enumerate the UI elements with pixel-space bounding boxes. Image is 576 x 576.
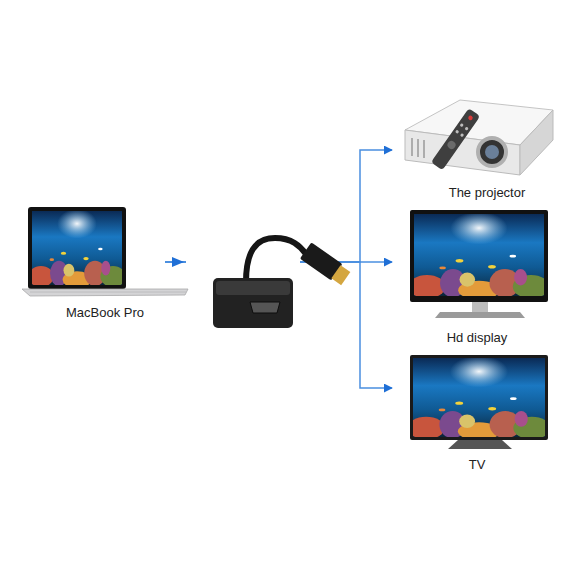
vent <box>423 140 425 158</box>
connector-arrow <box>165 150 392 262</box>
node-label: The projector <box>427 185 528 200</box>
projector-lens <box>478 138 506 166</box>
monitor-bezel <box>410 210 548 302</box>
monitor-neck <box>472 302 488 312</box>
remote-control <box>431 108 480 170</box>
projector-side <box>520 110 553 175</box>
laptop-screen-bezel <box>28 207 126 289</box>
displayport-plug <box>300 242 352 286</box>
connector-arrow <box>165 261 392 263</box>
vent <box>417 139 419 157</box>
node-label: TV <box>467 457 488 472</box>
remote-body <box>431 108 480 170</box>
laptop-base-edge <box>30 292 186 293</box>
tv-stand <box>448 440 512 449</box>
tv-node: TV <box>392 350 562 472</box>
projector-front <box>405 130 520 175</box>
laptop-node: MacBook Pro <box>45 204 165 320</box>
node-label: MacBook Pro <box>64 305 146 320</box>
tv-screen <box>408 356 551 441</box>
hdmi-port <box>250 302 280 313</box>
remote-button <box>460 133 464 137</box>
laptop-base <box>22 289 188 296</box>
adapter-top <box>216 281 290 295</box>
plug-body <box>300 242 343 280</box>
remote-button <box>467 115 473 121</box>
mid-arrow <box>172 257 184 267</box>
projector-node: The projector <box>392 92 562 200</box>
monitor-screen <box>409 212 549 300</box>
line-gap <box>186 252 300 274</box>
remote-pad <box>446 139 457 150</box>
monitor-base <box>435 312 525 318</box>
display-node: Hd display <box>392 205 562 345</box>
node-label: Hd display <box>445 330 510 345</box>
lens-glass <box>485 145 499 159</box>
laptop-screen <box>28 209 125 288</box>
remote-button <box>455 129 459 133</box>
connector-arrow <box>165 262 392 388</box>
projector-top <box>405 100 553 145</box>
plug-contact <box>331 265 350 285</box>
adapter-box <box>213 278 293 328</box>
tv-bezel <box>410 355 548 440</box>
adapter-cable <box>246 238 306 282</box>
remote-button <box>464 126 468 130</box>
vent <box>411 138 413 156</box>
remote-button <box>459 123 463 127</box>
